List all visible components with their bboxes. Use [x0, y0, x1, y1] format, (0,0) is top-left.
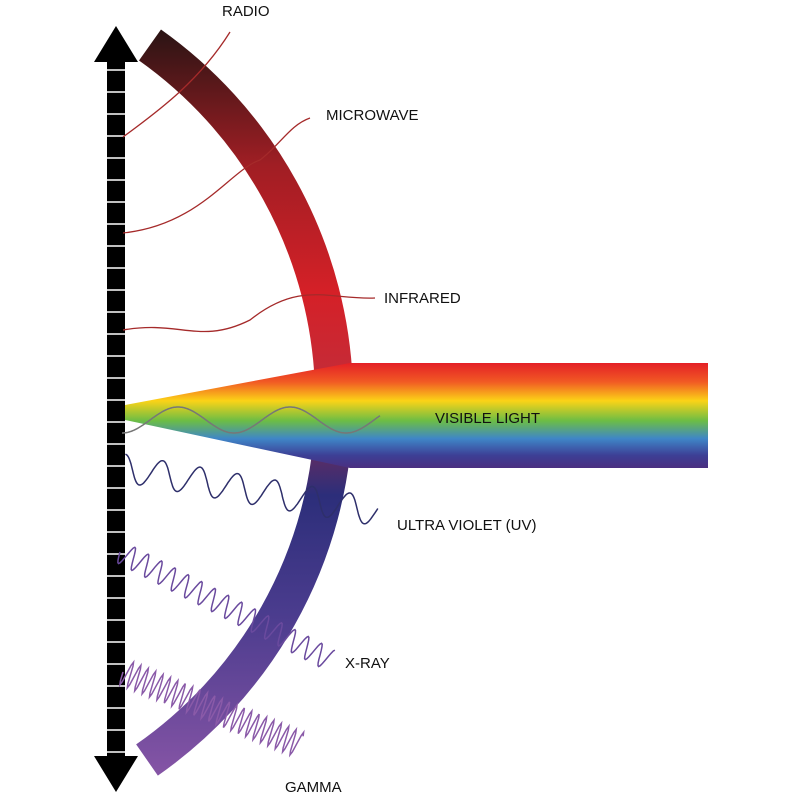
- wavelength-scale-arrow: [94, 26, 138, 792]
- label-gamma: GAMMA: [285, 779, 342, 796]
- visible-light-wave: [122, 406, 381, 434]
- radio-wave-line: [122, 31, 231, 138]
- uv-wave: [125, 453, 379, 525]
- microwave-line: [122, 117, 311, 234]
- label-ultra-violet: ULTRA VIOLET (UV): [397, 517, 536, 534]
- infrared-line: [122, 294, 376, 333]
- gamma-wave: [118, 659, 305, 758]
- label-visible-light: VISIBLE LIGHT: [435, 410, 540, 427]
- label-infrared: INFRARED: [384, 290, 461, 307]
- xray-wave: [117, 546, 336, 668]
- visible-light-beam: [125, 363, 708, 468]
- label-microwave: MICROWAVE: [326, 107, 419, 124]
- label-x-ray: X-RAY: [345, 655, 390, 672]
- label-radio: RADIO: [222, 3, 270, 20]
